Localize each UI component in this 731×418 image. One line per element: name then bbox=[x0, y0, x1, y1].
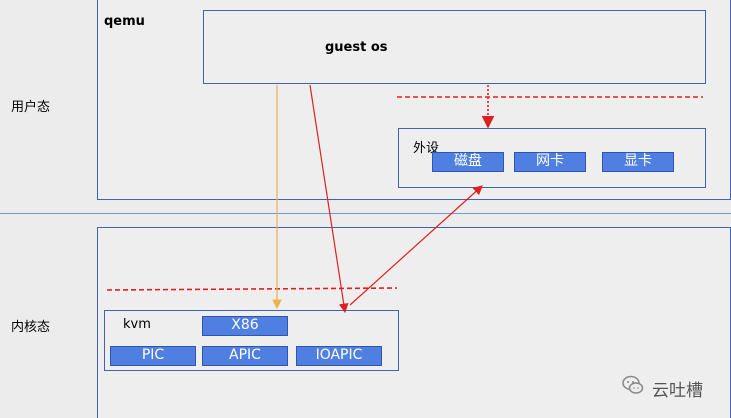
wechat-icon bbox=[622, 374, 644, 396]
user-space-label: 用户态 bbox=[11, 100, 51, 115]
kernel-space-label: 内核态 bbox=[11, 320, 51, 335]
guest-to-kvm-red-arrow bbox=[309, 84, 349, 314]
x86-module: X86 bbox=[202, 316, 288, 336]
pic-module: PIC bbox=[110, 346, 196, 366]
nic-device: 网卡 bbox=[514, 152, 586, 172]
kvm-to-peripherals-arrow bbox=[349, 185, 483, 306]
apic-module: APIC bbox=[202, 346, 288, 366]
kvm-title: kvm bbox=[123, 317, 151, 332]
guest-os-label: guest os bbox=[325, 40, 388, 55]
gpu-device: 显卡 bbox=[602, 152, 674, 172]
ioapic-module: IOAPIC bbox=[296, 346, 382, 366]
guest-os-box: guest os bbox=[203, 10, 706, 84]
qemu-title: qemu bbox=[104, 14, 145, 29]
user-kernel-separator bbox=[0, 213, 731, 214]
disk-device: 磁盘 bbox=[432, 152, 504, 172]
watermark-text: 云吐槽 bbox=[652, 381, 703, 401]
kernel-dashed-line bbox=[106, 287, 398, 291]
